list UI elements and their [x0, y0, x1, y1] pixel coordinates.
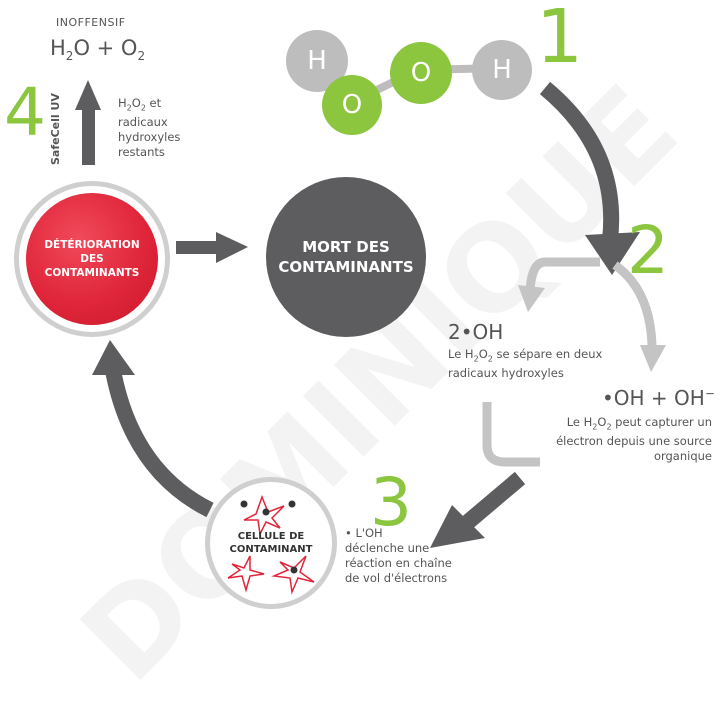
dot-1: [240, 500, 248, 508]
formula-o-plus: O + O: [73, 36, 138, 60]
formula-sub-b: 2: [137, 49, 146, 64]
arrow-step1-to-step2-head: [585, 232, 640, 275]
deterioration-circle: DÉTÉRIORATION DES CONTAMINANTS: [14, 181, 170, 337]
star-bottom-left: [227, 555, 265, 593]
remaining-line2: radicaux: [118, 115, 168, 130]
bracket-lower: [482, 402, 540, 467]
step-3-number: 3: [370, 464, 412, 541]
atom-o-right: O: [390, 42, 452, 104]
formula-sub: 2: [65, 49, 74, 64]
death-line2: CONTAMINANTS: [278, 258, 414, 276]
step-1-number: 1: [536, 0, 584, 80]
deterioration-line2: DES: [80, 253, 104, 265]
step2-formula: 2•OH: [448, 320, 504, 344]
dot-2: [288, 500, 296, 508]
step-4-number: 4: [4, 74, 46, 151]
step3-line1: • L'OH: [345, 526, 383, 540]
death-line1: MORT DES: [302, 238, 390, 256]
contaminant-star-icons: [227, 494, 315, 595]
bracket-step2b-head: [640, 345, 666, 372]
step3-line2: déclenche une: [345, 541, 430, 555]
bracket-step2-head: [518, 285, 545, 312]
star-top: [243, 494, 285, 537]
arrow-cell-to-deterioration: [104, 363, 214, 518]
arrow-step2-to-step3: [462, 471, 526, 529]
step3-description: • L'OH déclenche une réaction en chaîne …: [345, 526, 452, 586]
step2b-description: Le H2O2 peut capturer un électron depuis…: [520, 415, 712, 464]
step2b-formula: •OH + OH−: [602, 386, 715, 410]
step2b-desc-line1: Le H2O2 peut capturer un: [566, 415, 712, 432]
step-2-number: 2: [627, 212, 669, 289]
atom-o-left: O: [322, 75, 382, 135]
step2b-desc-line2: électron depuis une source: [556, 434, 712, 449]
bracket-step2-right: [612, 261, 657, 346]
remaining-line4: restants: [118, 145, 165, 160]
arrow-det-to-death-shaft: [176, 241, 218, 254]
dot-4: [290, 566, 298, 574]
deterioration-inner: DÉTÉRIORATION DES CONTAMINANTS: [26, 193, 158, 325]
arrow-cell-to-deterioration-head: [92, 340, 135, 375]
arrow-step2-to-step3-head: [430, 505, 485, 548]
arrow-up-head: [75, 80, 101, 110]
step2-description: Le H2O2 se sépare en deux radicaux hydro…: [448, 347, 602, 381]
arrow-step1-to-step2: [539, 81, 620, 241]
remaining-line1: H2O2 et: [118, 96, 162, 113]
remaining-radicals-text: H2O2 et radicaux hydroxyles restants: [118, 96, 180, 160]
step2-desc-line2: radicaux hydroxyles: [448, 366, 564, 381]
inoffensif-label: INOFFENSIF: [56, 16, 126, 29]
step3-line4: de vol d'électrons: [345, 571, 448, 585]
harmless-formula: H2O + O2: [50, 36, 145, 63]
death-circle: MORT DES CONTAMINANTS: [266, 177, 426, 337]
cell-line2: CONTAMINANT: [229, 544, 313, 555]
remaining-line3: hydroxyles: [118, 130, 181, 145]
step3-line3: réaction en chaîne: [345, 556, 452, 570]
arrow-det-to-death-head: [216, 232, 248, 263]
step2b-desc-line3: organique: [653, 449, 712, 464]
step2-desc-line1: Le H2O2 se sépare en deux: [448, 347, 603, 364]
bracket-step2: [525, 257, 600, 291]
formula-h: H: [50, 36, 66, 60]
deterioration-line1: DÉTÉRIORATION: [44, 239, 140, 251]
dot-3: [262, 508, 270, 516]
safecell-uv-label: SafeCell UV: [49, 93, 62, 165]
contaminant-cell-circle: CELLULE DE CONTAMINANT: [205, 477, 337, 609]
deterioration-line3: CONTAMINANTS: [44, 267, 140, 279]
cell-line1: CELLULE DE: [237, 531, 305, 542]
star-bottom-right: [271, 555, 315, 595]
atom-h-left: H: [286, 30, 348, 92]
atom-h-right: H: [472, 40, 532, 100]
arrow-up-shaft: [82, 108, 95, 165]
